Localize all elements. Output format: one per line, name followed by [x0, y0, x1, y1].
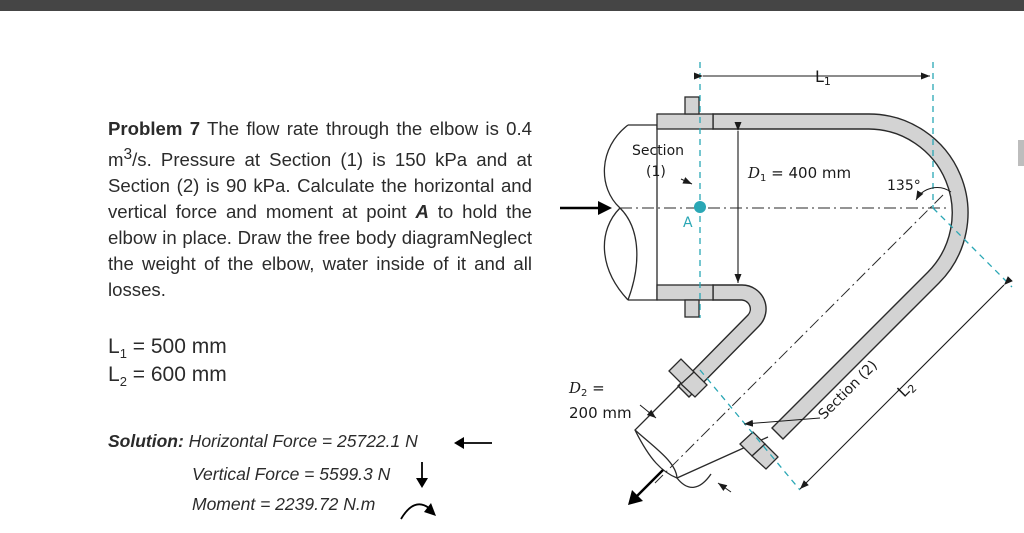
- outlet-flow-arrowhead: [628, 490, 643, 505]
- solution-horizontal-text: Horizontal Force = 25722.1 N: [183, 431, 418, 451]
- problem-superscript: 3: [123, 146, 133, 163]
- problem-point: A: [415, 201, 429, 223]
- outlet-centerline: [654, 194, 944, 484]
- inlet-pipe: [603, 96, 714, 318]
- reference-lines: [699, 62, 1013, 491]
- angle-label: 135°: [887, 178, 921, 194]
- given-l2-sub: 2: [119, 374, 127, 390]
- given-l1-var: L: [108, 335, 120, 358]
- section2-leader: [743, 417, 821, 427]
- elbow-inner-wall: [677, 284, 767, 398]
- problem-text-3: to hold the elbow in place. Draw the fre…: [108, 201, 532, 301]
- solution-horizontal: Solution: Horizontal Force = 25722.1 N: [108, 431, 418, 452]
- l2-dimension-line: [799, 276, 1013, 490]
- problem-text-1: The flow rate through the elbow is 0.4 m: [108, 118, 533, 171]
- point-a-label: A: [683, 215, 693, 231]
- left-arrow-icon: [454, 437, 492, 449]
- angle-arc: [915, 187, 952, 201]
- given-l2: L2 = 600 mm: [108, 363, 227, 389]
- solution-label: Solution:: [108, 431, 184, 451]
- outlet-flow-arrow: [633, 469, 664, 500]
- solution-vertical: Vertical Force = 5599.3 N: [192, 464, 391, 484]
- problem-label: Problem 7: [108, 118, 201, 139]
- problem-text-2: /s. Pressure at Section (1) is 150 kPa a…: [108, 149, 532, 223]
- outlet-pipe: [634, 358, 779, 488]
- given-l1: L1 = 500 mm: [108, 335, 227, 361]
- section1-leader: [680, 177, 693, 185]
- d2-label: D2 =: [568, 379, 605, 399]
- elbow-diagram: L1 Section (1) D1 = 400 mm 135° A D2 = 2…: [560, 62, 1013, 505]
- d2-leader: [639, 404, 657, 419]
- l1-label: L1: [815, 67, 831, 88]
- clockwise-moment-icon: [400, 503, 436, 520]
- section1-label-line2: (1): [646, 164, 666, 180]
- d2-bottom-leader: [717, 482, 732, 493]
- scrollbar-thumb[interactable]: [1018, 140, 1024, 166]
- problem-statement: Problem 7 The flow rate through the elbo…: [108, 116, 532, 303]
- given-l1-value: = 500 mm: [126, 335, 227, 358]
- inlet-flow-arrowhead: [598, 201, 612, 215]
- d2-value: 200 mm: [569, 404, 632, 422]
- down-arrow-icon: [416, 462, 428, 488]
- l2-label: L2: [893, 376, 919, 402]
- section1-label-line1: Section: [632, 143, 684, 159]
- given-l2-var: L: [108, 363, 120, 386]
- d1-label: D1 = 400 mm: [747, 164, 851, 184]
- solution-moment: Moment = 2239.72 N.m: [192, 494, 376, 514]
- point-a-marker: [694, 201, 706, 213]
- given-l2-value: = 600 mm: [126, 363, 227, 386]
- given-l1-sub: 1: [119, 346, 127, 362]
- top-bar: [0, 0, 1024, 11]
